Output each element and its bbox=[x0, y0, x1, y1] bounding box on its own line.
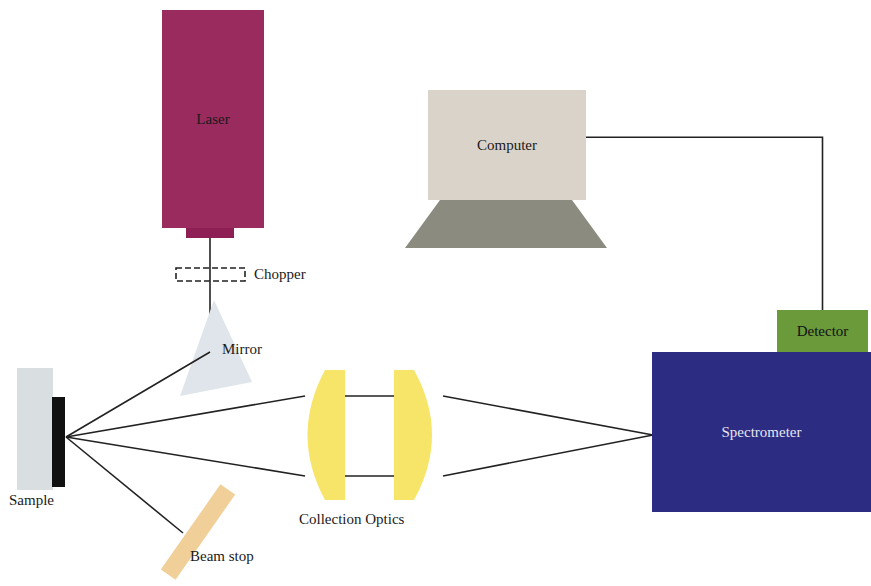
lens bbox=[394, 370, 432, 500]
beam-stop-symbol bbox=[161, 484, 235, 580]
sample-holder bbox=[17, 368, 53, 490]
laser-box: Laser bbox=[162, 10, 264, 228]
part-label: Collection Optics bbox=[299, 511, 404, 528]
sample-plate bbox=[52, 397, 65, 487]
part-label: Sample bbox=[9, 492, 54, 509]
light-rays bbox=[66, 352, 653, 533]
node-label: Spectrometer bbox=[722, 424, 802, 441]
part-label: Mirror bbox=[222, 341, 262, 358]
computer-stand bbox=[405, 200, 607, 248]
chopper-symbol bbox=[176, 268, 245, 281]
node-label: Computer bbox=[477, 137, 537, 154]
node-label: Detector bbox=[797, 323, 849, 340]
node-label: Laser bbox=[196, 111, 229, 128]
lens bbox=[308, 370, 346, 500]
part-label: Chopper bbox=[254, 266, 306, 283]
part-label: Beam stop bbox=[190, 548, 254, 565]
spectrometer-box: Spectrometer bbox=[652, 352, 871, 512]
detector-box: Detector bbox=[777, 310, 868, 352]
signal-cable bbox=[586, 137, 823, 310]
computer-monitor: Computer bbox=[428, 90, 586, 200]
